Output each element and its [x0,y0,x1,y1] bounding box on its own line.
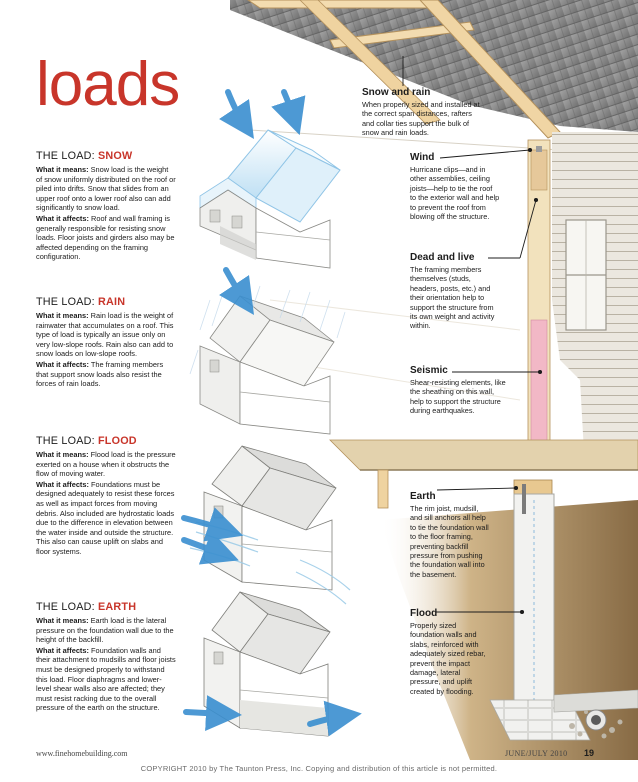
page-number: 19 [584,748,595,758]
load-means: What it means: Rain load is the weight o… [36,311,174,359]
load-heading: THE LOAD: SNOW [36,150,133,162]
copyright-notice: COPYRIGHT 2010 by The Taunton Press, Inc… [140,764,498,773]
load-heading: THE LOAD: EARTH [36,601,137,613]
load-section-rain: THE LOAD: RAIN What it means: Rain load … [36,296,176,390]
load-affects: What it affects: The framing members tha… [36,359,164,389]
load-heading: THE LOAD: RAIN [36,296,126,308]
footer-website: www.finehomebuilding.com [36,749,128,758]
load-section-snow: THE LOAD: SNOW What it means: Snow load … [36,150,176,263]
callout-seismic: Seismic Shear-resisting elements, like t… [410,365,506,416]
callout-earth: Earth The rim joist, mudsill, and sill a… [410,491,489,579]
load-section-earth: THE LOAD: EARTH What it means: Earth loa… [36,601,176,714]
load-means: What it means: Earth load is the lateral… [36,616,174,645]
page-title: loads [36,50,180,119]
load-heading: THE LOAD: FLOOD [36,435,137,447]
callout-flood: Flood Properly sized foundation walls an… [410,608,486,696]
load-means: What it means: Snow load is the weight o… [36,165,176,213]
load-means: What it means: Flood load is the pressur… [36,450,176,479]
load-affects: What it affects: Roof and wall framing i… [36,213,175,262]
load-section-flood: THE LOAD: FLOOD What it means: Flood loa… [36,435,176,558]
footer-issue-date: JUNE/JULY 2010 [505,749,568,758]
load-affects: What it affects: Foundations must be des… [36,479,175,556]
callout-dead-and-live: Dead and live The framing members themse… [410,252,495,331]
callout-wind: Wind Hurricane clips—and in other assemb… [410,152,500,222]
load-affects: What it affects: Foundation walls and th… [36,645,176,713]
callout-snow-and-rain: Snow and rain When properly sized and in… [362,87,480,138]
